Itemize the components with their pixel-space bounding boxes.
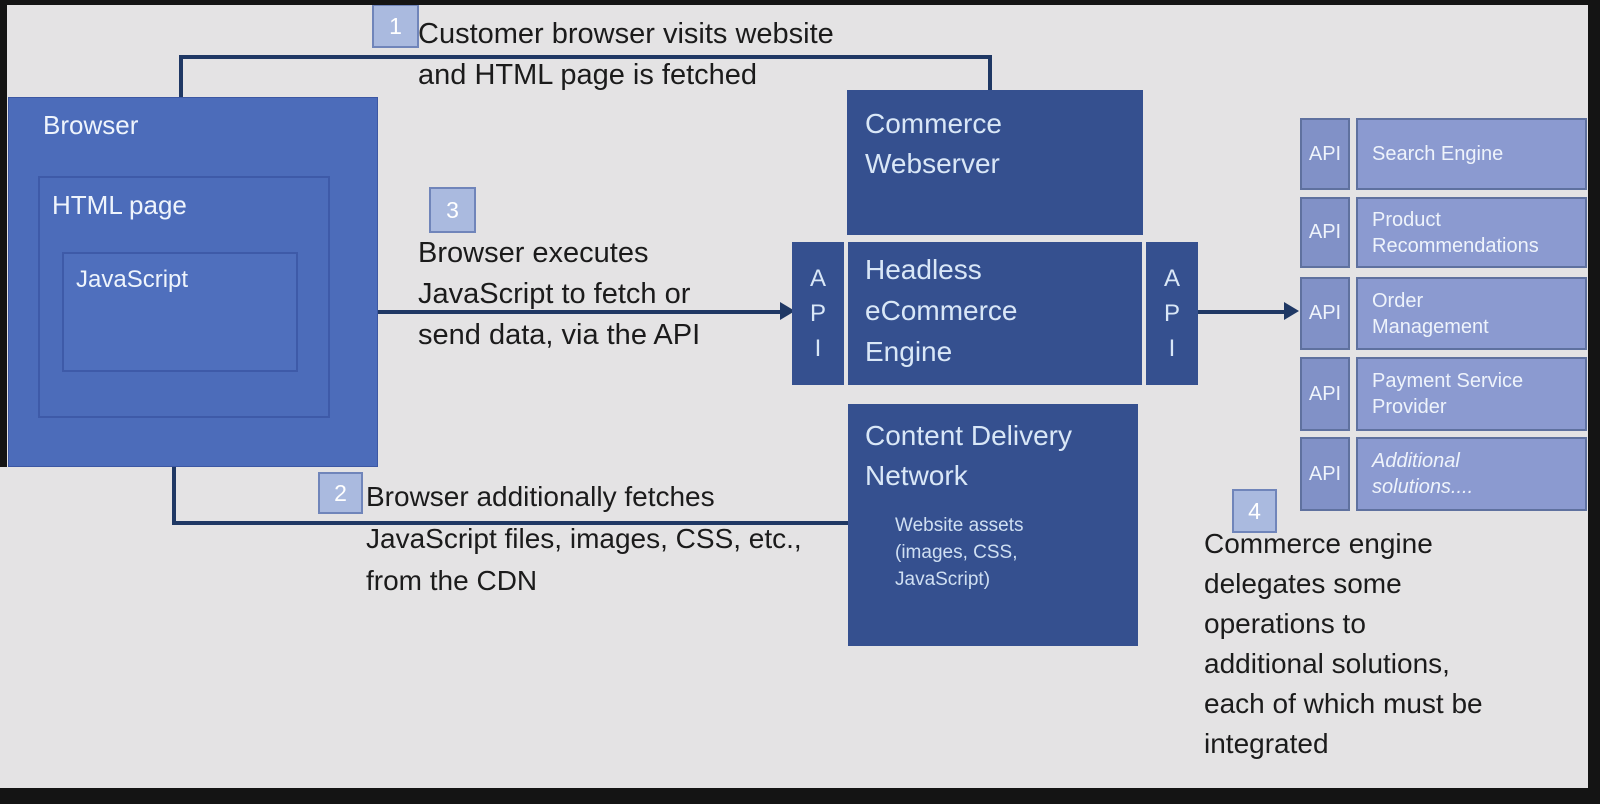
headless-engine-label-line: Engine xyxy=(865,336,953,367)
step-text-3: Browser executes JavaScript to fetch or … xyxy=(418,237,701,351)
api-letter: A xyxy=(809,264,826,292)
cdn-box: Content Delivery Network Website assets … xyxy=(848,404,1138,646)
headless-engine-box: Headless eCommerce Engine xyxy=(848,242,1142,385)
step-text-2: Browser additionally fetches JavaScript … xyxy=(366,481,802,596)
arrowhead-right-api-icon xyxy=(780,302,795,320)
headless-engine-label-line: Headless xyxy=(865,254,982,285)
html-page-label: HTML page xyxy=(52,190,187,220)
service-box-product-recommendations: Product Recommendations xyxy=(1356,197,1587,268)
api-letter: P xyxy=(1163,299,1180,327)
step-badge-1: 1 xyxy=(372,4,419,48)
service-box-additional-solutions: Additional solutions.... xyxy=(1356,437,1587,511)
cdn-title-line: Network xyxy=(865,460,968,491)
cdn-title-line: Content Delivery xyxy=(865,420,1072,451)
javascript-label: JavaScript xyxy=(76,266,189,293)
connector-step1-horizontal xyxy=(179,55,992,59)
connector-step3-to-api xyxy=(298,310,782,314)
service-api-box-search-engine: API xyxy=(1300,118,1350,190)
cdn-assets-text: Website assets (images, CSS, JavaScript) xyxy=(895,515,1024,590)
service-box-search-engine: Search Engine xyxy=(1356,118,1587,190)
api-strip-left: A P I xyxy=(792,242,844,385)
api-letter: A xyxy=(1163,264,1180,292)
browser-label: Browser xyxy=(43,110,139,140)
api-letter: P xyxy=(809,299,826,327)
connector-engine-to-services xyxy=(1198,310,1286,314)
frame-edge-left xyxy=(0,5,7,467)
step-badge-3: 3 xyxy=(429,187,476,233)
commerce-webserver-box: Commerce Webserver xyxy=(847,90,1143,235)
api-letter: I xyxy=(814,334,822,362)
service-api-box-additional-solutions: API xyxy=(1300,437,1350,511)
step-text-4: Commerce engine delegates some operation… xyxy=(1204,528,1483,759)
frame-edge-bottom xyxy=(0,788,1600,804)
api-letter: I xyxy=(1168,334,1176,362)
arrowhead-right-service-icon xyxy=(1284,302,1299,320)
commerce-webserver-label-line: Commerce xyxy=(865,108,1002,139)
service-box-order-management: Order Management xyxy=(1356,277,1587,350)
frame-edge-top xyxy=(0,0,1600,5)
step-text-1: Customer browser visits website and HTML… xyxy=(418,18,834,91)
connector-step2-horizontal xyxy=(172,521,848,525)
connector-step1-down-to-webserver xyxy=(988,55,992,91)
service-api-box-payment-service-provider: API xyxy=(1300,357,1350,431)
javascript-box: JavaScript xyxy=(62,252,298,372)
service-api-box-order-management: API xyxy=(1300,277,1350,350)
commerce-webserver-label-line: Webserver xyxy=(865,148,1000,179)
service-box-payment-service-provider: Payment Service Provider xyxy=(1356,357,1587,431)
api-strip-right: A P I xyxy=(1146,242,1198,385)
html-page-box: HTML page xyxy=(38,176,330,418)
frame-edge-right xyxy=(1588,0,1600,804)
step-badge-2: 2 xyxy=(318,472,363,514)
service-api-box-product-recommendations: API xyxy=(1300,197,1350,268)
headless-engine-label-line: eCommerce xyxy=(865,295,1018,326)
step-badge-4: 4 xyxy=(1232,489,1277,533)
